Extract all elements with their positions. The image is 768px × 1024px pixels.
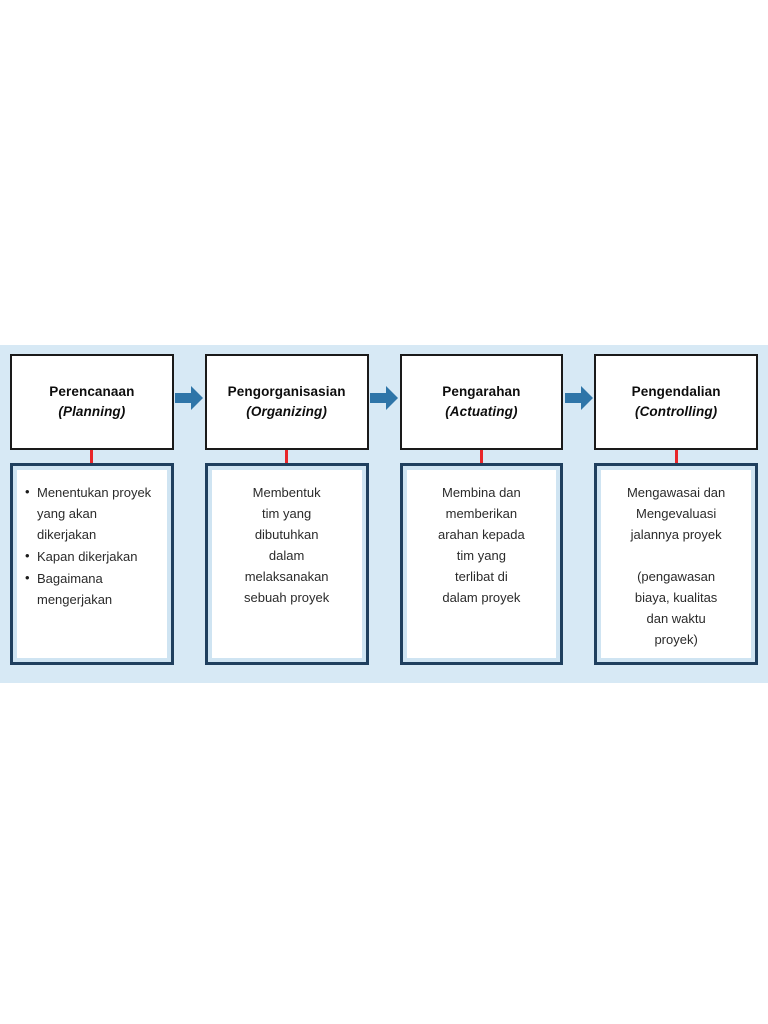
right-arrow-icon	[564, 385, 593, 410]
phase-title: Perencanaan	[49, 384, 135, 400]
process-stage-1: Perencanaan (Planning) Menentukan proyek…	[10, 345, 174, 665]
phase-box-organizing[interactable]: Pengorganisasian (Organizing)	[204, 354, 369, 450]
phase-subtitle: (Actuating)	[445, 404, 518, 419]
phase-subtitle: (Planning)	[58, 404, 126, 419]
phase-box-planning[interactable]: Perencanaan (Planning)	[10, 354, 174, 450]
detail-inner-4: Mengawasai dan Mengevaluasi jalannya pro…	[601, 470, 751, 658]
phase-subtitle: (Organizing)	[246, 404, 327, 419]
phase-title: Pengendalian	[631, 384, 721, 400]
arrow-gap-1	[174, 345, 205, 450]
detail-box-organizing[interactable]: Membentuk tim yang dibutuhkan dalam mela…	[204, 463, 369, 665]
arrow-gap-2	[369, 345, 400, 450]
detail-inner-2: Membentuk tim yang dibutuhkan dalam mela…	[211, 470, 362, 658]
detail-bullet-list: Menentukan proyek yang akan dikerjakan K…	[25, 481, 159, 611]
arrow-gap-3	[563, 345, 594, 450]
right-arrow-icon	[370, 385, 398, 410]
red-connector-line	[674, 450, 678, 463]
connector-wrap-3	[400, 450, 564, 463]
process-stage-2: Pengorganisasian (Organizing) Membentuk …	[204, 345, 369, 665]
phase-box-actuating[interactable]: Pengarahan (Actuating)	[399, 354, 564, 450]
phase-subtitle: (Controlling)	[634, 404, 718, 419]
diagram-canvas: Perencanaan (Planning) Menentukan proyek…	[0, 345, 768, 683]
detail-inner-1: Menentukan proyek yang akan dikerjakan K…	[17, 470, 167, 658]
detail-box-controlling[interactable]: Mengawasai dan Mengevaluasi jalannya pro…	[594, 463, 758, 665]
detail-inner-3: Membina dan memberikan arahan kepada tim…	[406, 470, 557, 658]
red-connector-line	[285, 450, 289, 463]
process-flow-columns: Perencanaan (Planning) Menentukan proyek…	[0, 345, 768, 683]
process-stage-4: Pengendalian (Controlling) Mengawasai da…	[594, 345, 758, 665]
list-item: Menentukan proyek yang akan dikerjakan	[25, 481, 159, 545]
right-arrow-icon	[175, 385, 204, 410]
detail-box-planning[interactable]: Menentukan proyek yang akan dikerjakan K…	[10, 463, 174, 665]
list-item: Kapan dikerjakan	[25, 545, 159, 567]
phase-title: Pengarahan	[442, 384, 521, 400]
phase-box-controlling[interactable]: Pengendalian (Controlling)	[594, 354, 758, 450]
list-item: Bagaimana mengerjakan	[25, 567, 159, 610]
detail-text: Membina dan memberikan arahan kepada tim…	[438, 485, 525, 606]
detail-text: Membentuk tim yang dibutuhkan dalam mela…	[243, 485, 330, 606]
red-connector-line	[479, 450, 483, 463]
phase-title: Pengorganisasian	[227, 384, 346, 400]
connector-wrap-4	[594, 450, 758, 463]
connector-wrap-1	[10, 450, 174, 463]
red-connector-line	[90, 450, 94, 463]
detail-text: Mengawasai dan Mengevaluasi jalannya pro…	[626, 485, 726, 648]
detail-box-actuating[interactable]: Membina dan memberikan arahan kepada tim…	[399, 463, 564, 665]
connector-wrap-2	[205, 450, 369, 463]
process-stage-3: Pengarahan (Actuating) Membina dan membe…	[399, 345, 564, 665]
